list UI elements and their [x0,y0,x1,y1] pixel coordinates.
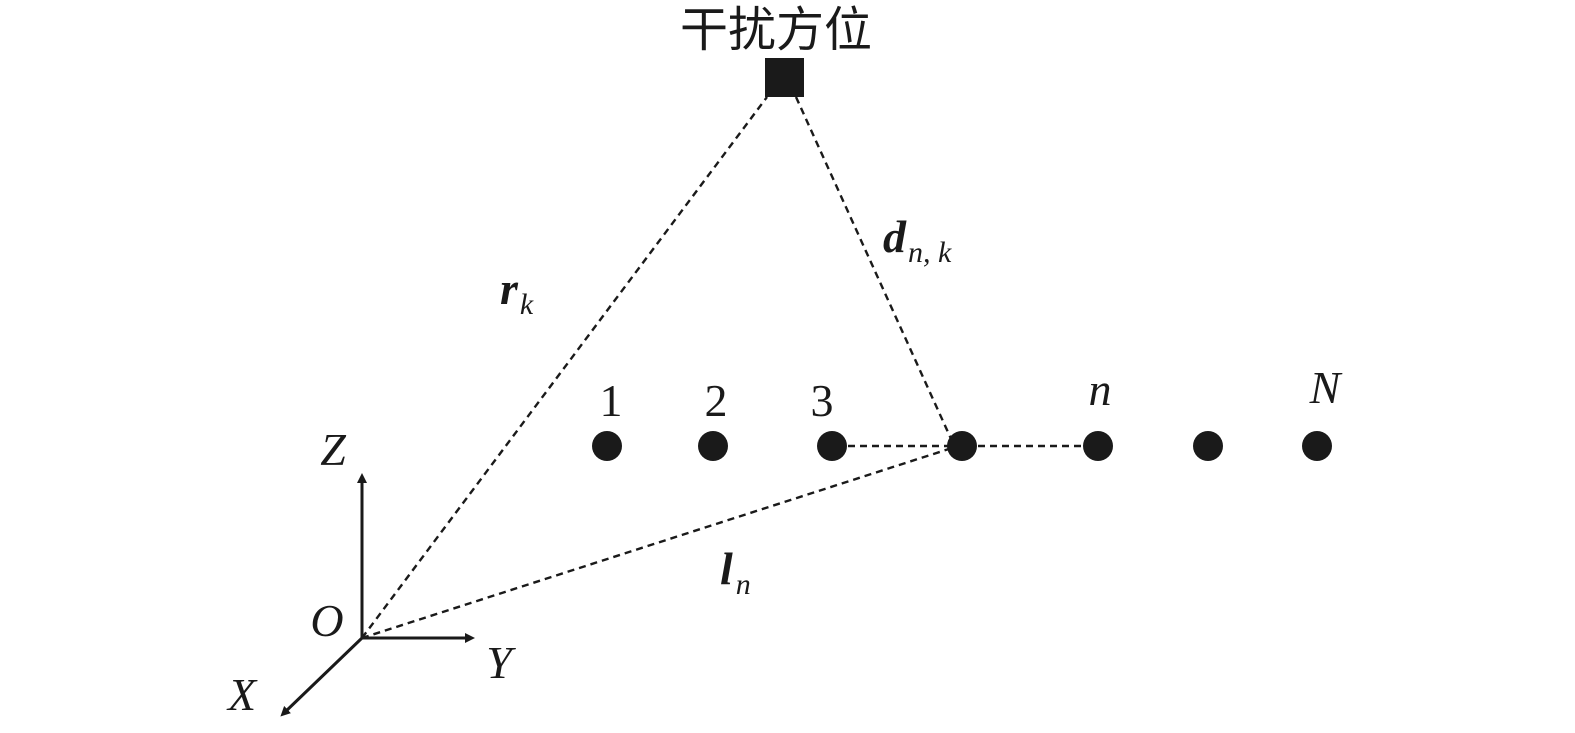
array-element [1083,431,1113,461]
element-label-2: 2 [705,375,728,426]
vector-d-label: dn, k [883,211,952,269]
interference-label: 干扰方位 [680,2,872,58]
element-label-3: 3 [811,375,834,426]
z-axis-label: Z [320,424,346,475]
vector-d-subscript: n, k [908,236,952,269]
interference-source-marker [765,58,804,97]
element-label-n: n [1089,364,1112,415]
vector-d-symbol: d [883,211,907,262]
array-element [947,431,977,461]
vector-l-symbol: l [720,543,733,594]
x-axis [280,636,364,717]
vector-r-label: rk [500,263,534,321]
array-element [698,431,728,461]
vector-r-subscript: k [520,288,534,321]
x-axis-label: X [226,669,258,720]
vector-r-line [361,96,768,639]
origin-label: O [310,595,343,646]
element-label-N: N [1309,362,1343,413]
array-element [1302,431,1332,461]
vector-l-line [361,446,953,640]
array-element [1193,431,1223,461]
vector-l-subscript: n [736,568,751,601]
vector-r-symbol: r [500,263,519,314]
array-element [817,431,847,461]
array-element [592,431,622,461]
y-axis-label: Y [486,637,516,688]
vector-d-line [794,96,954,442]
element-label-1: 1 [600,375,623,426]
